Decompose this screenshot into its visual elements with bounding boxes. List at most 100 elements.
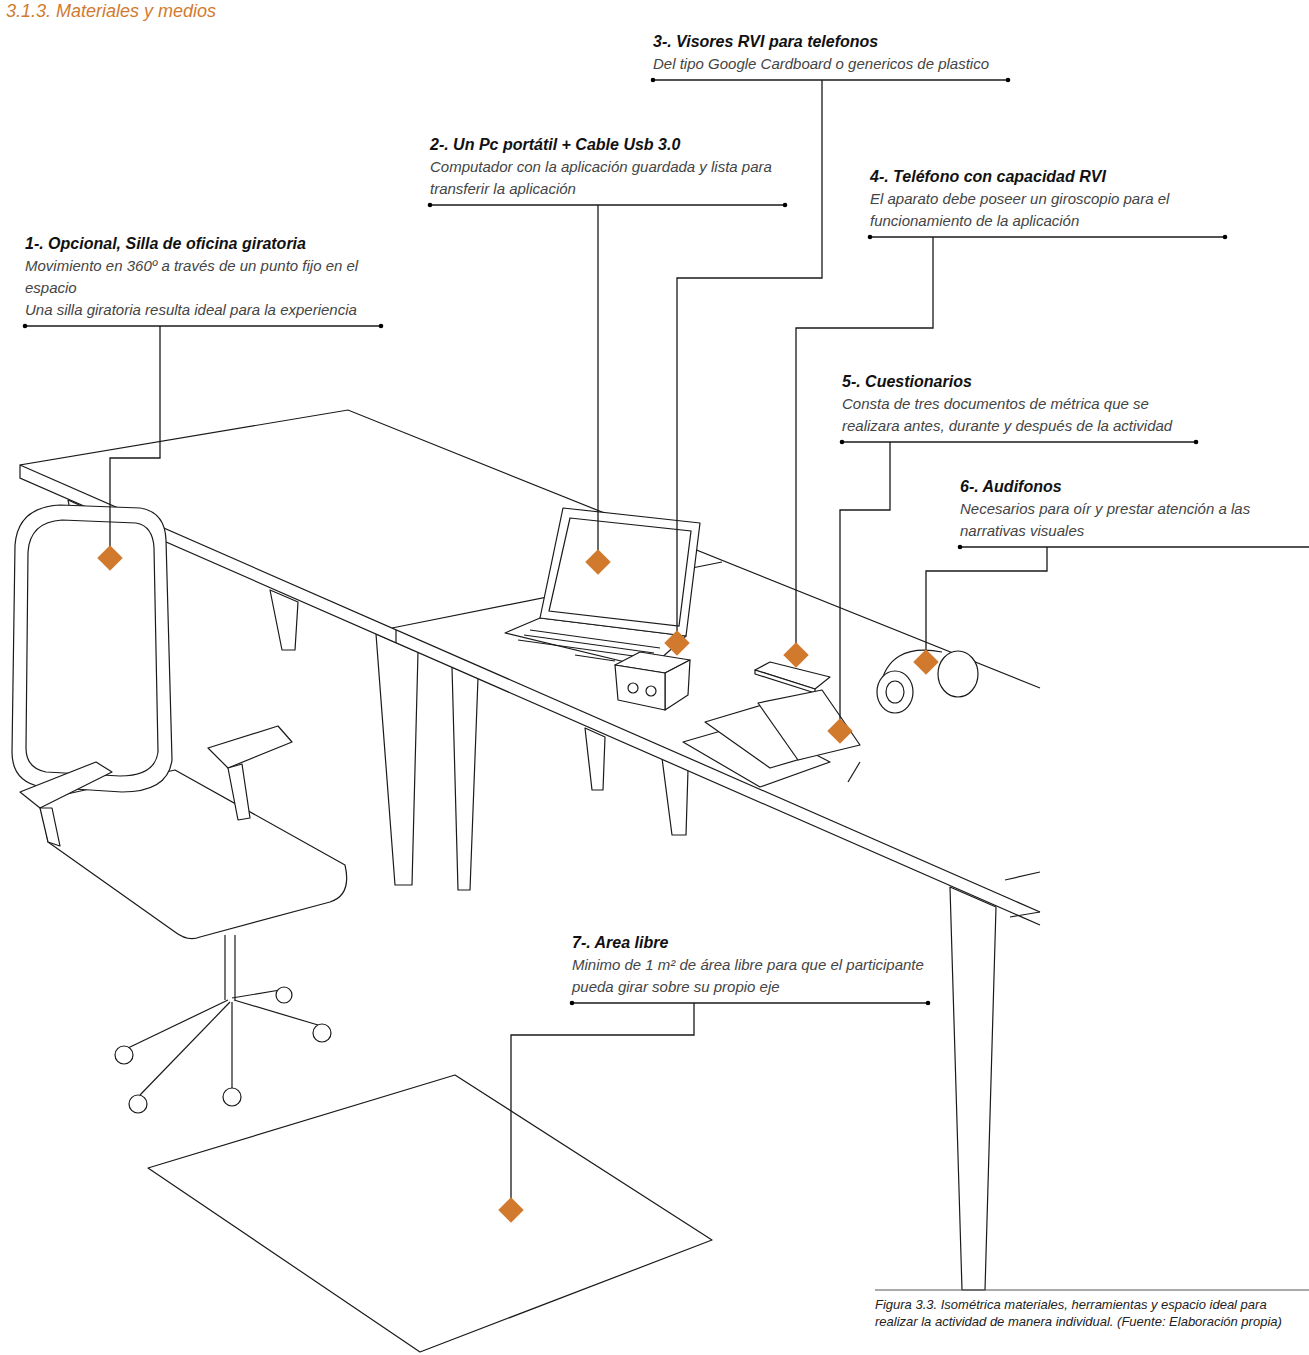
callout-description: Computador con la aplicación guardada y … [430, 156, 785, 200]
questionnaires [683, 690, 860, 787]
callout-underlines [1006, 78, 1011, 83]
callout-heading: 5-. Cuestionarios [842, 371, 1196, 393]
figure-caption: Figura 3.3. Isométrica materiales, herra… [875, 1296, 1303, 1330]
callout-heading: 1-. Opcional, Silla de oficina giratoria [25, 233, 381, 255]
callout-underlines [958, 545, 963, 550]
callout-underlines [926, 1001, 931, 1006]
laptop [549, 518, 691, 626]
callout-markers [827, 718, 852, 743]
leader-lines [597, 205, 598, 552]
callout-underlines [653, 79, 1008, 80]
callout-underlines [960, 546, 1309, 547]
table-top [395, 630, 396, 643]
callout-markers [664, 630, 689, 655]
leader-lines [110, 326, 160, 550]
vr-viewer [646, 686, 656, 696]
callout-description: Una silla giratoria resulta ideal para l… [25, 299, 381, 321]
callout: 6-. AudifonosNecesarios para oír y prest… [960, 476, 1300, 542]
vr-viewer [665, 660, 690, 710]
callout-heading: 2-. Un Pc portátil + Cable Usb 3.0 [430, 134, 785, 156]
office-chair [223, 1088, 241, 1106]
callout-underlines [651, 78, 656, 83]
table-legs [452, 667, 478, 890]
callout-markers [97, 545, 938, 1222]
callout: 3-. Visores RVI para telefonosDel tipo G… [653, 31, 1008, 75]
callout-underlines [430, 204, 785, 205]
callout-description: Movimiento en 360º a través de un punto … [25, 255, 381, 299]
office-chair [234, 1000, 318, 1025]
callout-underlines [428, 203, 433, 208]
callout-underlines [783, 203, 788, 208]
office-chair [276, 987, 292, 1003]
table-legs [270, 590, 298, 650]
free-area-square [148, 1075, 712, 1352]
callout-underlines [842, 441, 1196, 442]
callout: 2-. Un Pc portátil + Cable Usb 3.0Comput… [430, 134, 785, 200]
laptop [575, 655, 615, 661]
callout-underlines [23, 324, 28, 329]
leader-lines [511, 1003, 694, 1200]
callout-underlines [1223, 235, 1228, 240]
vr-viewer [628, 683, 638, 693]
office-chair [40, 808, 60, 846]
callout-markers [913, 649, 938, 674]
laptop [540, 508, 700, 636]
headphones [877, 671, 913, 713]
office-chair [232, 990, 280, 998]
office-chair [129, 1095, 147, 1113]
callout-markers [585, 549, 610, 574]
callout-markers [97, 545, 122, 570]
callout-heading: 4-. Teléfono con capacidad RVI [870, 166, 1225, 188]
vr-viewer [615, 665, 665, 710]
leader-lines [796, 237, 933, 645]
callout-description: Consta de tres documentos de métrica que… [842, 393, 1196, 437]
office-chair [208, 726, 292, 768]
leader-lines [840, 442, 890, 721]
callout: 1-. Opcional, Silla de oficina giratoria… [25, 233, 381, 321]
caption-rule [875, 1290, 1309, 1291]
callout-underlines [840, 440, 845, 445]
table-legs [376, 634, 418, 885]
laptop [518, 640, 648, 658]
callout-underlines [25, 325, 381, 326]
headphones [877, 650, 978, 713]
office-chair [228, 764, 250, 820]
callout-description: Necesarios para oír y prestar atención a… [960, 498, 1300, 542]
office-chair [140, 1002, 230, 1095]
laptop [505, 508, 700, 668]
questionnaires [758, 690, 860, 760]
caption-rule [875, 1290, 1309, 1291]
callout-underlines [379, 324, 384, 329]
callout: 4-. Teléfono con capacidad RVIEl aparato… [870, 166, 1225, 232]
free-area-square [148, 1075, 712, 1352]
callout: 7-. Area libreMinimo de 1 m² de área lib… [572, 932, 928, 998]
office-chair [12, 505, 347, 1113]
section-title: 3.1.3. Materiales y medios [6, 0, 216, 22]
leader-lines [926, 547, 1047, 652]
office-chair [115, 1046, 133, 1064]
callout-underlines [868, 235, 873, 240]
office-chair [234, 935, 235, 1000]
callout-underlines [23, 78, 1309, 1006]
callout-description: Del tipo Google Cardboard o genericos de… [653, 53, 1008, 75]
table-top [1005, 872, 1040, 880]
vr-viewer [615, 652, 690, 710]
office-chair [26, 520, 158, 776]
office-chair [20, 762, 112, 808]
office-chair [224, 935, 225, 1000]
office-chair [128, 1000, 228, 1048]
callout-markers [783, 642, 808, 667]
callout-heading: 6-. Audifonos [960, 476, 1300, 498]
questionnaires [848, 762, 860, 782]
phone [755, 662, 830, 693]
callout-underlines [1194, 440, 1199, 445]
callout-heading: 7-. Area libre [572, 932, 928, 954]
table-top [1010, 912, 1040, 917]
office-chair [313, 1024, 331, 1042]
phone [755, 670, 815, 693]
office-chair [231, 1002, 232, 1088]
callout-description: El aparato debe poseer un giroscopio par… [870, 188, 1225, 232]
table-legs [950, 887, 996, 1290]
office-chair [12, 505, 172, 792]
